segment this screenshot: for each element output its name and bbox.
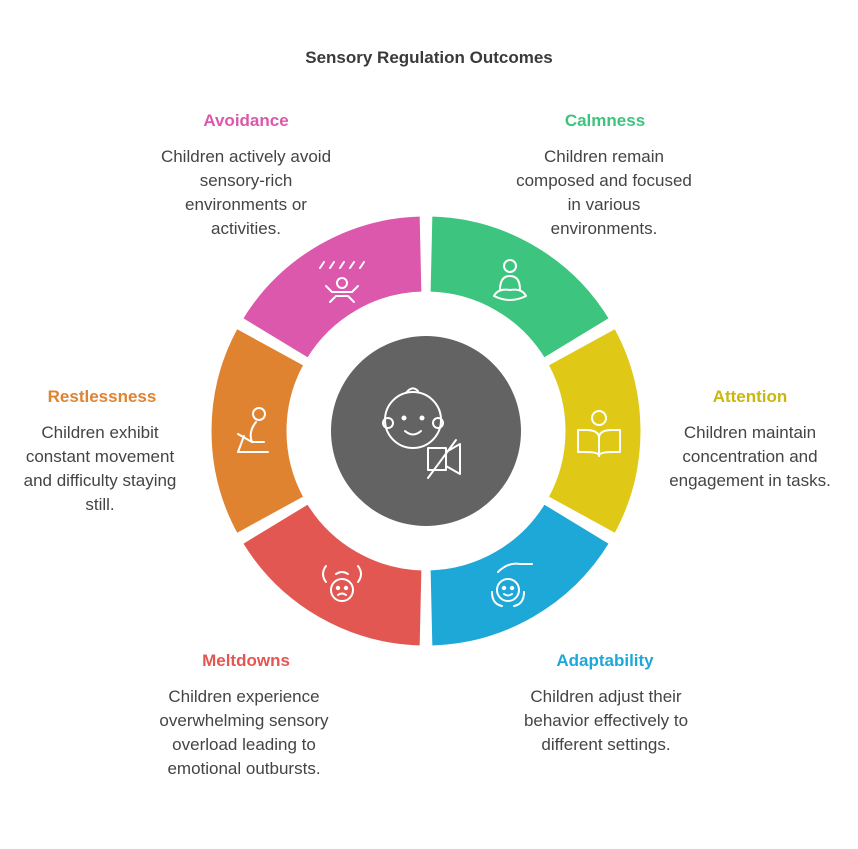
meltdowns-segment <box>239 500 425 649</box>
upset-face-hands-icon <box>322 565 362 602</box>
meltdowns-description: Children experience overwhelming sensory… <box>159 687 329 778</box>
restlessness-segment <box>208 325 308 537</box>
meltdowns-title: Meltdowns <box>202 651 290 670</box>
adaptability-title: Adaptability <box>556 651 654 670</box>
calmness-title: Calmness <box>564 111 646 130</box>
avoidance-segment <box>239 213 425 362</box>
attention-description: Children maintain concentration and enga… <box>669 423 831 490</box>
avoidance-title: Avoidance <box>203 111 289 130</box>
meditation-icon <box>493 259 527 301</box>
calmness-description: Children remain composed and focused in … <box>516 147 692 238</box>
child-care-hand-icon <box>491 562 533 607</box>
restlessness-description: Children exhibit constant movement and d… <box>23 423 177 514</box>
reading-book-icon <box>577 410 621 457</box>
center-hub <box>331 336 521 526</box>
attention-title: Attention <box>712 387 788 406</box>
child-face-mute-icon <box>382 387 461 479</box>
shielded-child-icon <box>319 261 365 303</box>
adaptability-description: Children adjust their behavior effective… <box>523 687 689 754</box>
fidgeting-child-icon <box>237 407 269 453</box>
avoidance-description: Children actively avoid sensory-rich env… <box>160 147 332 238</box>
diagram-title: Sensory Regulation Outcomes <box>305 48 553 67</box>
restlessness-title: Restlessness <box>47 387 157 406</box>
adaptability-segment <box>427 500 613 649</box>
